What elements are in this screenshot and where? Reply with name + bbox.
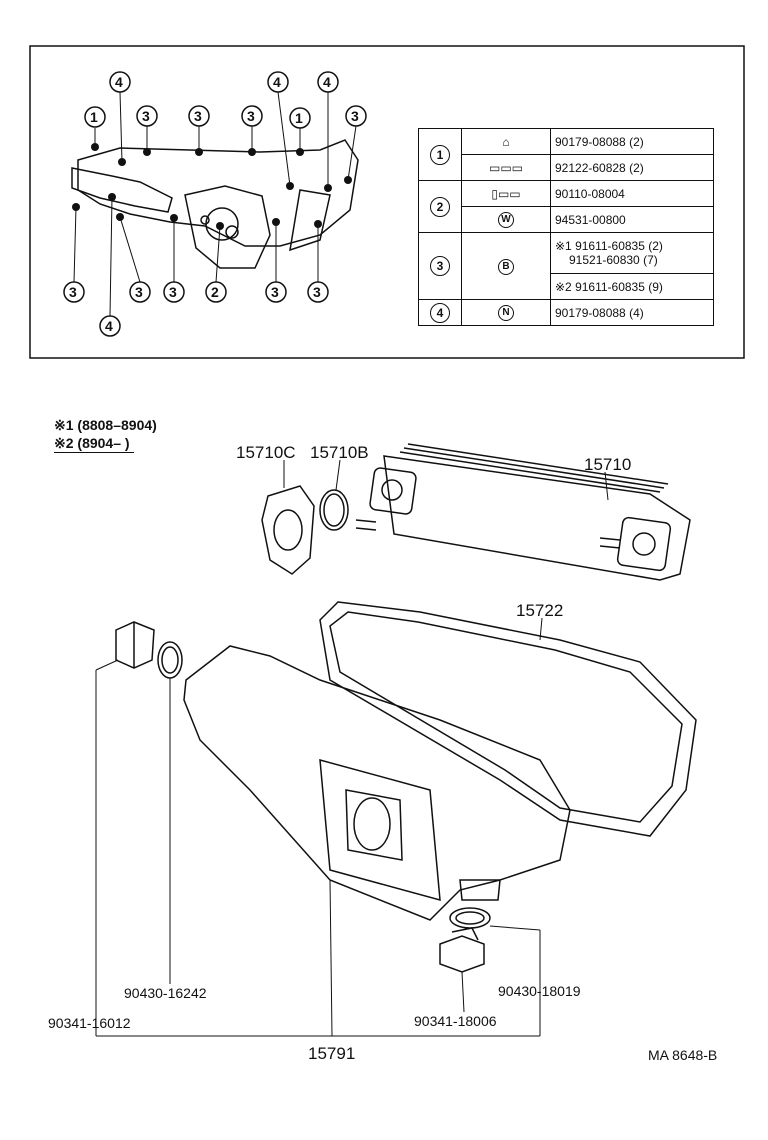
serial-notes: ※1 (8808–8904) ※2 (8904– ) <box>54 416 157 453</box>
stud-icon: ▭▭▭ <box>488 160 523 175</box>
callout-4: 4 <box>115 74 123 90</box>
part-number: 90179-08088 (4) <box>550 299 714 326</box>
callout-2: 2 <box>211 284 219 300</box>
gasket-top-view <box>71 139 359 269</box>
part-number: 91521-60830 (7) <box>569 253 658 267</box>
callout-3: 3 <box>69 284 77 300</box>
gasket-15710c <box>261 485 315 575</box>
callout-1: 1 <box>295 110 303 126</box>
washer-w-icon: W <box>498 212 514 228</box>
callout-3: 3 <box>351 108 359 124</box>
bolt-icon: ▯▭▭ <box>491 186 521 201</box>
cooler-case-15791 <box>183 645 571 921</box>
upper-frame <box>29 45 745 359</box>
ref-circle: 3 <box>430 256 450 276</box>
callout-circles <box>63 71 367 337</box>
bolt-b-icon: B <box>498 258 514 275</box>
part-label-15791: 15791 <box>308 1044 356 1063</box>
callout-3: 3 <box>135 284 143 300</box>
fastener-legend-table: 1 ⌂ 90179-08088 (2) ▭▭▭ 92122-60828 (2) … <box>418 128 714 326</box>
callout-1: 1 <box>90 109 98 125</box>
oil-cooler-element <box>355 443 691 581</box>
callout-3: 3 <box>271 284 279 300</box>
washer-90430-18019 <box>449 907 491 929</box>
callout-4: 4 <box>105 318 113 334</box>
washer-90430-16242 <box>157 641 183 679</box>
part-label-15710c: 15710C <box>236 443 296 462</box>
legend-row-1a: 1 ⌂ 90179-08088 (2) <box>418 128 714 181</box>
part-number: ※1 91611-60835 (2) <box>555 239 663 253</box>
lower-leaders <box>95 459 609 1037</box>
legend-row-2b: W 94531-00800 <box>419 206 714 233</box>
legend-row-1b: ▭▭▭ 92122-60828 (2) <box>419 154 714 181</box>
drain-plug-90341-16012 <box>115 621 155 669</box>
diagram-reference-code: MA 8648-B <box>648 1047 718 1063</box>
legend-row-4: 4 N 90179-08088 (4) <box>418 299 714 326</box>
part-label-90341-18006: 90341-18006 <box>414 1013 497 1029</box>
ref-circle: 1 <box>430 144 450 165</box>
part-number: 92122-60828 (2) <box>550 154 714 181</box>
part-label-15710b: 15710B <box>310 443 369 462</box>
part-number: 94531-00800 <box>550 206 714 233</box>
top-view-leaders <box>73 91 357 317</box>
note-1: ※1 (8808–8904) <box>54 417 157 433</box>
callout-4: 4 <box>323 74 331 90</box>
o-ring-15710b <box>319 489 349 531</box>
callout-3: 3 <box>194 108 202 124</box>
callout-3: 3 <box>247 108 255 124</box>
drain-plug-90341-18006 <box>439 927 485 973</box>
part-number: 90110-08004 <box>550 180 714 207</box>
callout-4: 4 <box>273 74 281 90</box>
legend-row-2a: 2 ▯▭▭ 90110-08004 <box>418 180 714 233</box>
ref-circle: 4 <box>430 302 450 323</box>
part-label-15710: 15710 <box>584 455 632 474</box>
part-label-90341-16012: 90341-16012 <box>48 1015 131 1031</box>
cover-gasket-15722 <box>319 601 697 837</box>
callout-3: 3 <box>169 284 177 300</box>
part-label-90430-18019: 90430-18019 <box>498 983 581 999</box>
top-view-holes <box>72 143 352 230</box>
part-label-90430-16242: 90430-16242 <box>124 985 207 1001</box>
part-label-15722: 15722 <box>516 601 564 620</box>
part-number: ※2 91611-60835 (9) <box>550 273 714 300</box>
legend-row-3a: 3 B ※1 91611-60835 (2) 91521-60830 (7) <box>418 232 714 300</box>
legend-row-3b: ※2 91611-60835 (9) <box>419 273 714 300</box>
callout-3: 3 <box>313 284 321 300</box>
nut-n-icon: N <box>498 305 514 321</box>
note-2: ※2 (8904– ) <box>54 434 134 453</box>
part-number: 90179-08088 (2) <box>550 128 714 155</box>
ref-circle: 2 <box>430 196 450 217</box>
callout-3: 3 <box>142 108 150 124</box>
nut-icon: ⌂ <box>502 134 510 149</box>
